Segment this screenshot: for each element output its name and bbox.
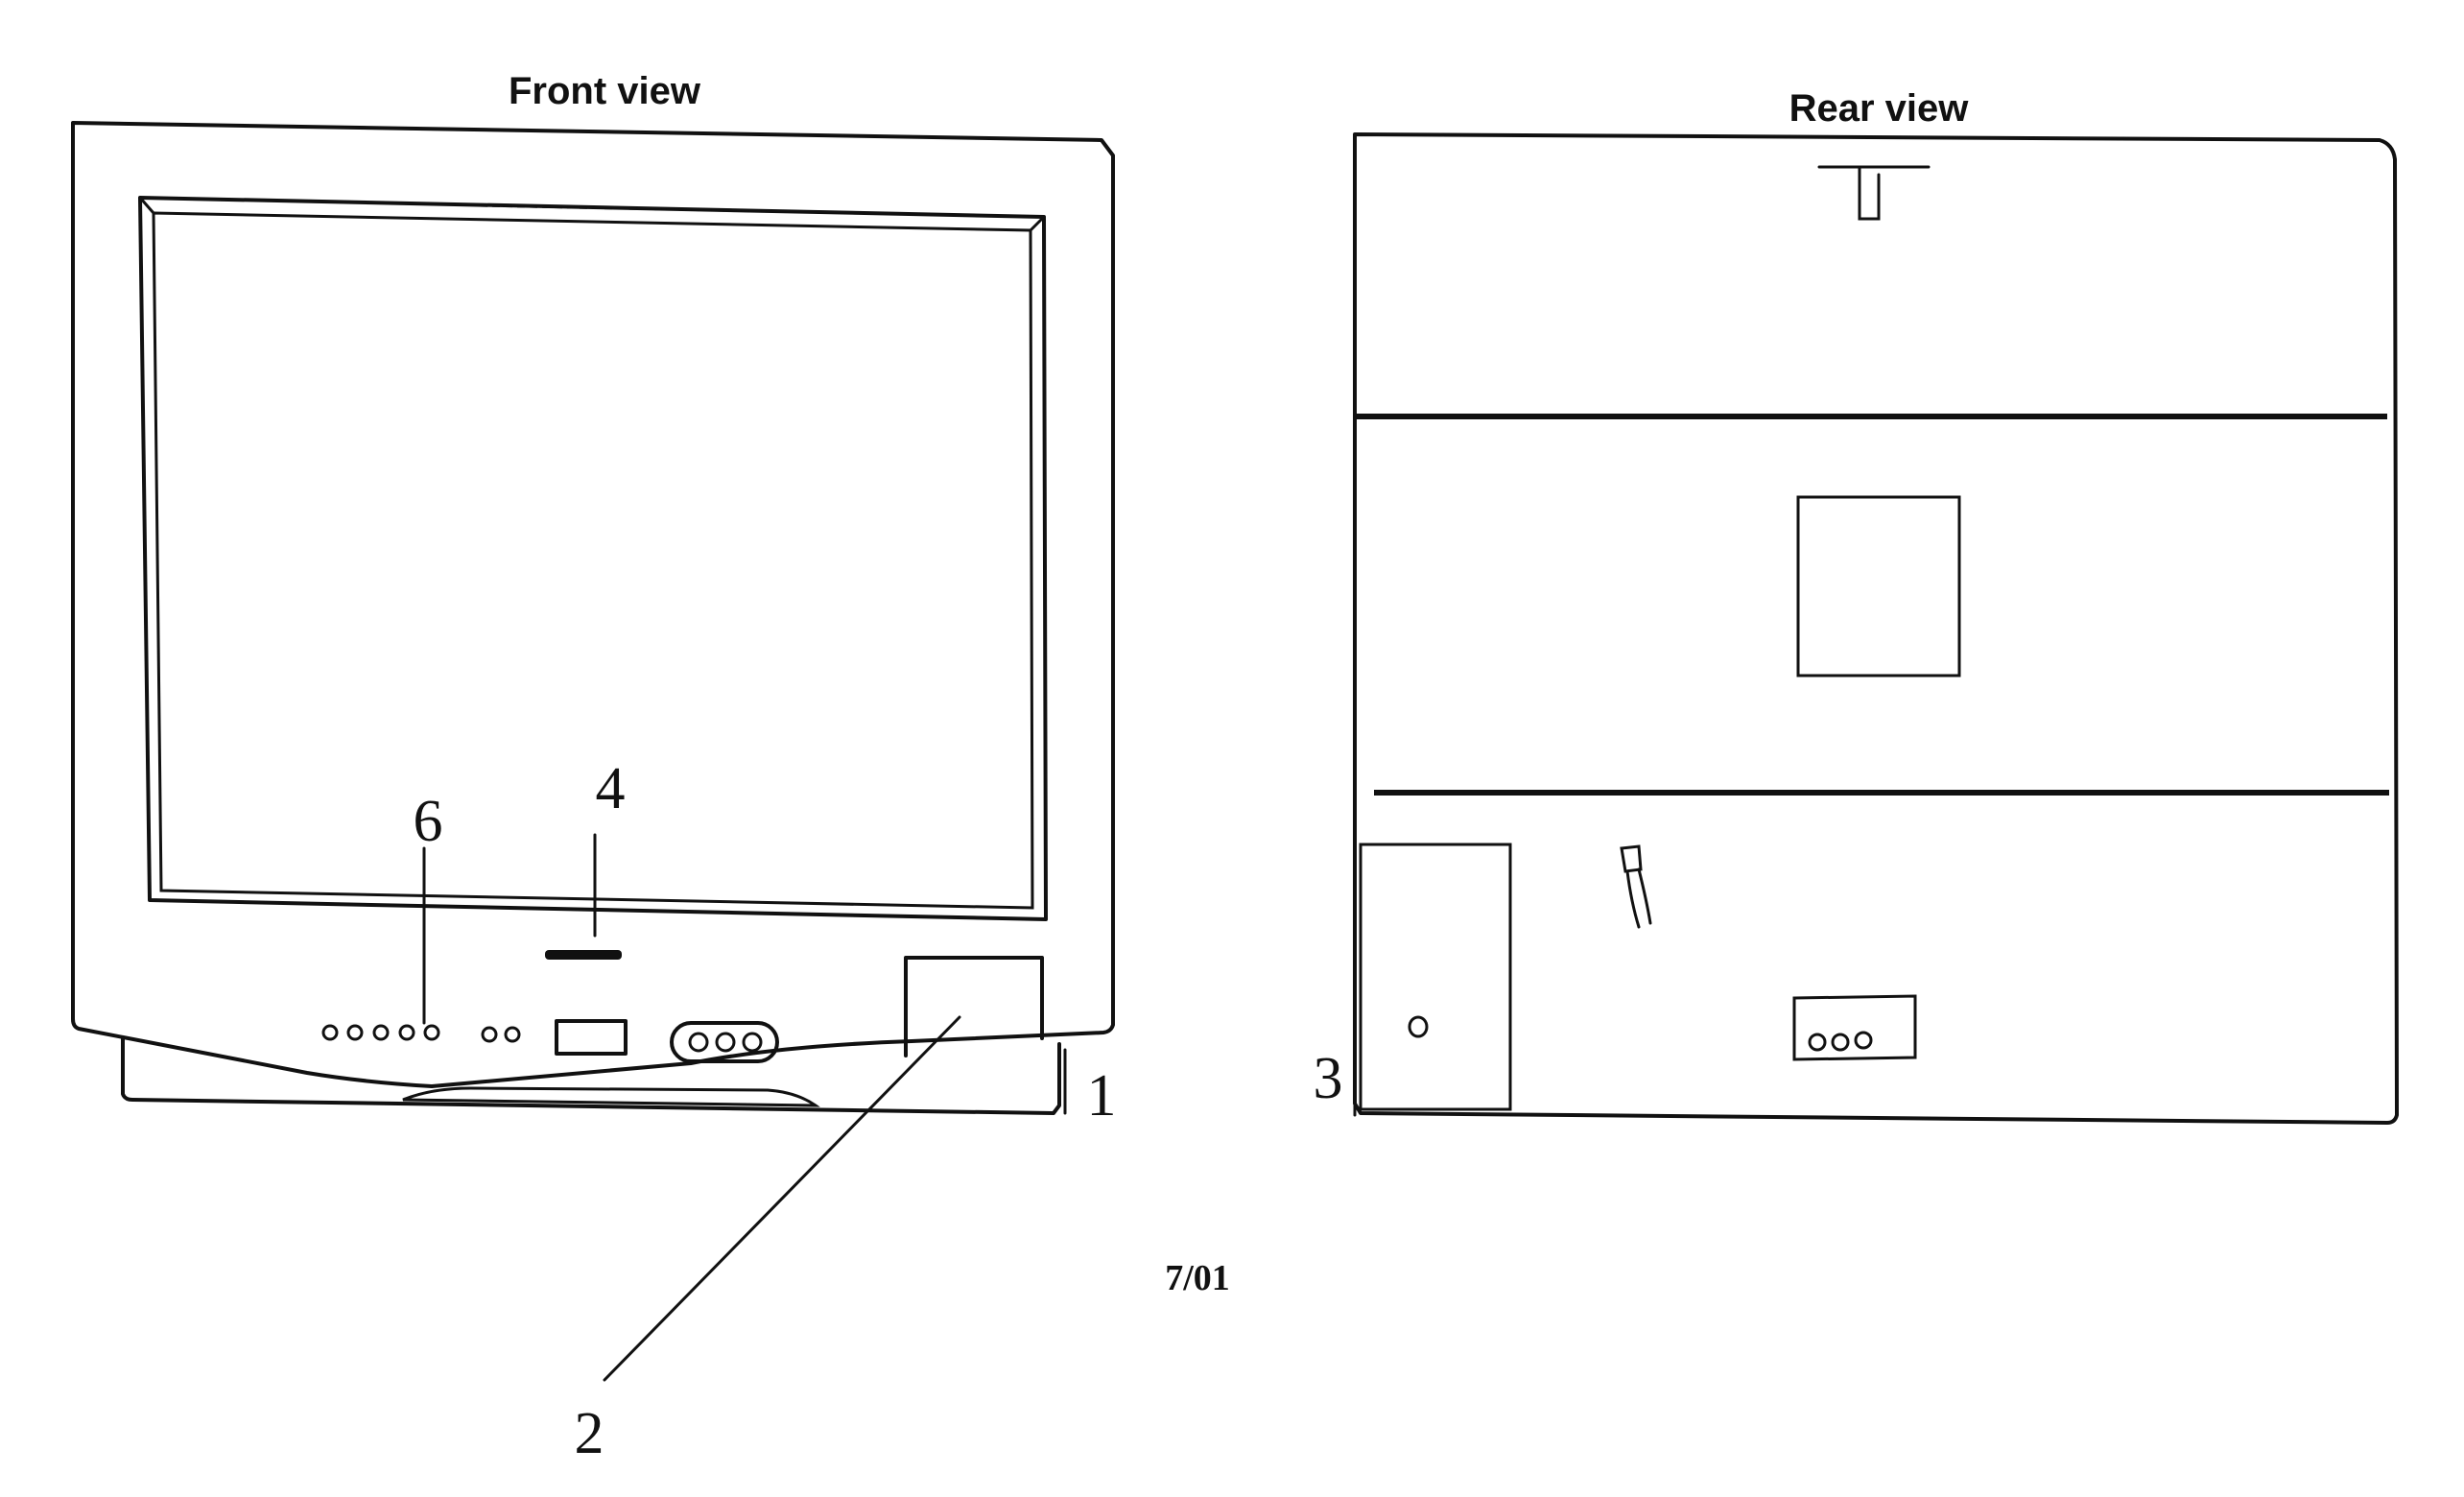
callout-1: 1 [1087, 1063, 1117, 1129]
av-jack [715, 1032, 736, 1053]
rear-power-cable [1620, 844, 1652, 929]
av-jack [688, 1032, 709, 1053]
screen-bezel-inner [152, 211, 1034, 910]
leader-line-2 [603, 1015, 961, 1382]
stand-base-handle [402, 1086, 820, 1107]
av-jack [742, 1032, 763, 1053]
top-mount-hook [1858, 165, 1881, 221]
button-circle [398, 1024, 415, 1041]
front-cabinet-outline [71, 121, 1115, 1088]
top-mount [1817, 165, 1931, 221]
button-circle [346, 1024, 364, 1041]
button-circle [504, 1026, 521, 1043]
front-door-panel [904, 956, 1044, 1057]
rear-view-title: Rear view [1789, 87, 1970, 130]
stand-base [121, 1036, 1061, 1115]
rear-cabinet-outline [1353, 132, 2399, 1125]
rear-side-compartment [1359, 843, 1512, 1111]
front-control-buttons [321, 1024, 521, 1043]
bezel-corner-tl [138, 196, 155, 215]
cable-wire [1637, 867, 1652, 925]
indicator-bar [545, 950, 622, 960]
rear-av-panel [1792, 994, 1917, 1061]
rear-compartment-knob [1408, 1015, 1429, 1038]
rear-av-jack [1854, 1031, 1873, 1050]
bezel-top-highlight [479, 203, 769, 213]
front-av-inputs [670, 1021, 779, 1063]
callout-2: 2 [575, 1401, 604, 1466]
rear-av-inputs [1792, 994, 1917, 1061]
front-view-title: Front view [509, 70, 701, 112]
cable-wire [1625, 869, 1641, 929]
power-button [555, 1019, 628, 1056]
button-circle [423, 1024, 440, 1041]
cable-plug [1620, 844, 1643, 873]
rear-label-plate [1796, 495, 1961, 677]
bezel-corner-tr [1029, 215, 1046, 232]
rear-av-jack [1831, 1033, 1850, 1052]
front-view: Front view [71, 70, 1117, 1466]
button-circle [481, 1026, 498, 1043]
button-circle [321, 1024, 339, 1041]
callout-4: 4 [596, 756, 626, 821]
screen-bezel-outer [138, 196, 1048, 921]
callout-3: 3 [1314, 1046, 1343, 1111]
button-circle [372, 1024, 390, 1041]
av-input-panel [670, 1021, 779, 1063]
rear-view: Rear view 3 [1314, 87, 2399, 1125]
rear-av-jack [1808, 1033, 1827, 1052]
figure-label: 7/01 [1165, 1258, 1230, 1298]
callout-6: 6 [414, 789, 443, 854]
